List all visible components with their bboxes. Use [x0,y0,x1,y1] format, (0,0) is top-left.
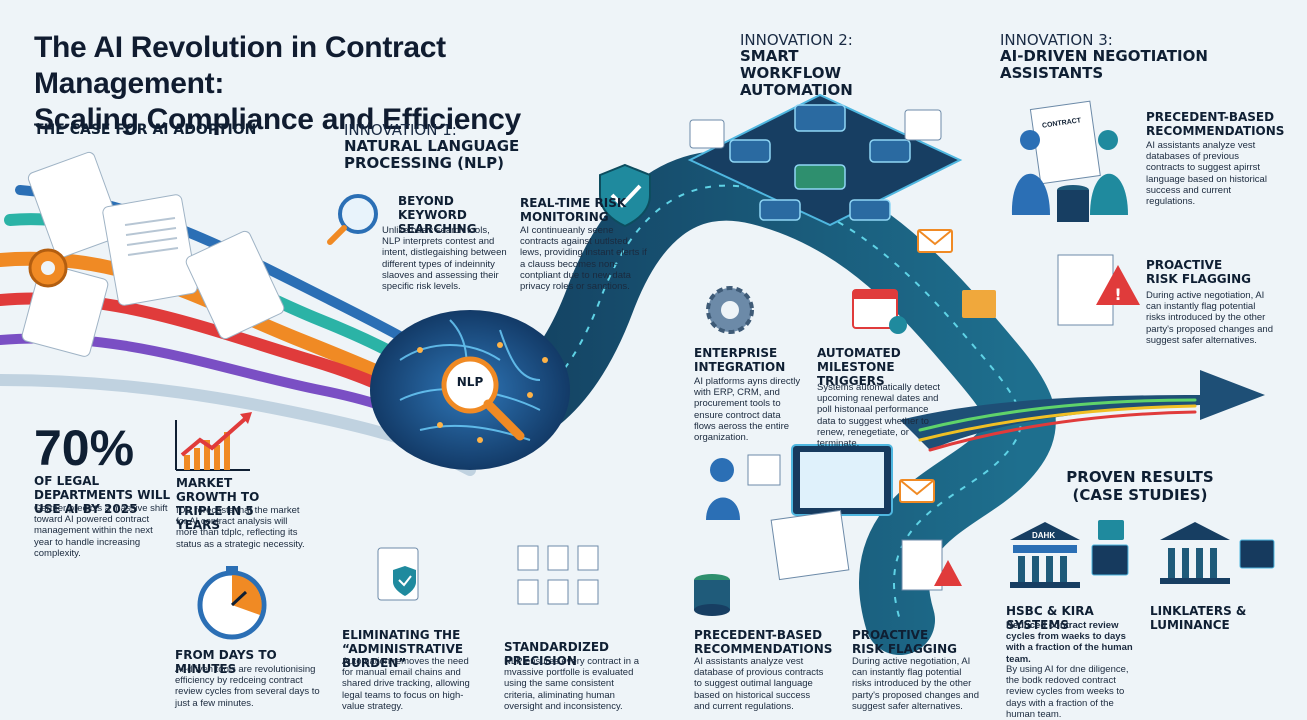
bank-label: DAHK [1032,531,1056,540]
growth-body: IDC forecasts that the market for AI con… [176,505,305,550]
proactive3-heading: PROACTIVE RISK FLAGGING [1146,258,1252,286]
search-icon [327,194,378,245]
growth-heading: MARKET GROWTH TO TRIPLE IN 5 YEARS [176,476,260,532]
negotiators-illustration: ! [1011,100,1140,326]
results-heading-line-1: PROVEN RESULTS [1066,468,1214,486]
innovation3-heading: AI-DRIVEN NEGOTIATION ASSISTANTS [1000,47,1208,82]
bank-illustration [1010,520,1275,588]
page-title-line-2: Scaling Compliance and Efficiency [34,103,521,136]
stat-body: Gartner predicts a massive shift toward … [34,503,168,559]
database-icon [694,574,730,616]
proactive2-heading: PROACTIVE RISK FLAGGING [852,628,958,656]
beyond-keyword-body: Unlike basic search tools, NLP interpret… [382,225,507,293]
days-body: AI-driven tools are revolutionising effi… [175,664,320,709]
case1-heading: HSBC & KIRA SYSTEMS [1006,604,1094,632]
results-heading: PROVEN RESULTS (CASE STUDIES) [1040,468,1240,504]
shield-icon [599,163,651,228]
growth-chart-icon [175,412,252,471]
case2-heading: LINKLATERS & LUMINANCE [1150,604,1247,632]
documents-grid-icon [517,545,599,605]
contract-scrolls [21,151,285,357]
milestone-heading: AUTOMATED MILESTONE TRIGGERS [817,346,901,388]
days-heading: FROM DAYS TO MINUTES [175,648,277,676]
precedent3-heading: PRECEDENT-BASED RECOMMENDATIONS [1146,110,1285,138]
case-for-ai-heading: THE CASE FOR AI ADOPTION [34,122,257,138]
page-title-line-1: The AI Revolution in Contract Management… [34,31,446,100]
realtime-heading: REAL-TIME RISK MONITORING [520,196,627,224]
results-heading-line-2: (CASE STUDIES) [1072,486,1208,504]
beyond-keyword-heading: BEYOND KEYWORD SEARCHING [398,194,477,236]
case1-body: By using AI for dne diligence, the bodk … [1006,664,1129,720]
workflow-road [395,150,1056,655]
case1-summary: Reduced contract review cycles from waek… [1006,620,1133,665]
folder-icon [962,290,996,318]
progress-arrow [900,370,1265,450]
precedent2-heading: PRECEDENT-BASED RECOMMENDATIONS [694,628,833,656]
innovation3-kicker: INNOVATION 3: [1000,31,1113,49]
server-platform [687,93,996,318]
calendar-icon [852,289,907,334]
svg-text:!: ! [1114,285,1121,304]
standardized-heading: STANDARDIZED PRECISION [504,640,609,668]
gear-icon [706,286,754,334]
email-icon [917,229,953,253]
stat-value: 70% [34,420,135,476]
realtime-body: AI continueanly seene contracts against … [520,225,647,293]
innovation2-heading: SMART WORKFLOW AUTOMATION [740,47,853,99]
nlp-label: NLP [456,375,484,389]
checked-document-icon [377,547,419,601]
stopwatch-icon [197,566,267,640]
precedent3-body: AI assistants analyze vest databases of … [1146,140,1267,208]
standardized-body: NLP ensures every contract in a mvassive… [504,656,640,712]
eliminating-body: Automation removes the need for manual e… [342,656,470,712]
enterprise-heading: ENTERPRISE INTEGRATION [694,346,786,374]
proactive3-body: During active negotiation, AI can instan… [1146,290,1273,346]
stat-label: OF LEGAL DEPARTMENTS WILL USE AI BY 2025 [34,474,171,516]
eliminating-heading: ELIMINATING THE “ADMINISTRATIVE BURDEN” [342,628,464,670]
enterprise-body: AI platforms ayns directly with ERP, CRM… [694,376,801,444]
innovation1-kicker: INNOVATION 1: [344,121,457,139]
proactive2-body: During active negotiation, AI can instan… [852,656,979,712]
innovation2-kicker: INNOVATION 2: [740,31,853,49]
page-title: The AI Revolution in Contract Management… [34,30,594,138]
brain-illustration [370,310,570,470]
innovation1-heading: NATURAL LANGUAGE PROCESSING (NLP) [344,137,520,172]
precedent2-body: AI assistants analyze vest database of p… [694,656,824,712]
analyst-at-desk-illustration [706,444,962,591]
milestone-body: Systems automatically detect upcoming re… [817,382,941,450]
